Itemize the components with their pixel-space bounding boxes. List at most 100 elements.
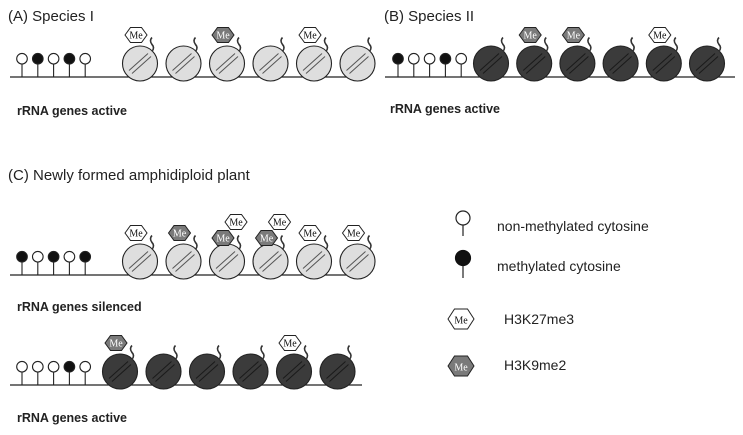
me-label: Me (454, 363, 468, 374)
legend-methylated-label: methylated cytosine (497, 258, 621, 274)
non-methylated-cytosine-icon (79, 360, 92, 385)
me-label: Me (653, 31, 667, 42)
h3k27me3-mark: Me (124, 27, 148, 43)
me-label: Me (216, 234, 230, 245)
nucleosome-light: Me (295, 27, 333, 82)
nucleosome-dark (472, 36, 510, 82)
h3k27me3-mark: Me (298, 225, 322, 241)
legend-h3k27me3-label: H3K27me3 (504, 311, 574, 327)
h3k9me2-mark: Me (561, 27, 586, 43)
nucleosome-dark (188, 344, 226, 390)
row-label-silenced: rRNA genes silenced (17, 300, 142, 314)
me-label: Me (129, 31, 143, 42)
nucleosome-light: Me (208, 27, 246, 82)
methylated-cytosine-icon (392, 52, 404, 77)
methylated-cytosine-icon (31, 52, 44, 77)
nucleosome-light (252, 36, 289, 82)
nucleosome-light (165, 36, 202, 82)
nucleosome-dark (602, 36, 639, 82)
me-label: Me (567, 31, 581, 42)
h3k27me3-mark: Me (224, 214, 248, 230)
nucleosome-light: Me (121, 27, 159, 82)
h3k27me3-mark: Me (648, 27, 672, 43)
h3k27me3-mark: Me (298, 27, 322, 43)
methylated-cytosine-icon (47, 250, 60, 275)
me-label: Me (109, 339, 123, 350)
me-label: Me (173, 229, 187, 240)
non-methylated-cytosine-icon (47, 52, 60, 77)
me-label: Me (129, 229, 143, 240)
nucleosome-light (339, 36, 376, 82)
chromatin-row-species-2: Me Me Me (385, 27, 735, 82)
h3k9me2-mark: Me (254, 230, 279, 246)
nucleosome-light: Me (295, 225, 333, 280)
nucleosome-light: Me (121, 225, 159, 280)
h3k27me3-mark: Me (278, 335, 302, 351)
non-methylated-cytosine-icon (63, 250, 76, 275)
nucleosome-dark: Me (516, 27, 553, 82)
panel-c-title: (C) Newly formed amphidiploid plant (8, 167, 251, 184)
row-label-species-2: rRNA genes active (390, 102, 500, 116)
methylated-cytosine-icon (63, 52, 76, 77)
methylated-cytosine-icon (16, 250, 28, 275)
non-methylated-cytosine-icon (79, 52, 92, 77)
h3k9me2-mark: Me (211, 230, 235, 246)
me-label: Me (283, 339, 297, 350)
me-label: Me (524, 31, 538, 42)
me-label: Me (347, 229, 361, 240)
me-label: Me (454, 316, 468, 327)
legend-h3k9me2-label: H3K9me2 (504, 357, 566, 373)
h3k27me3-mark: Me (341, 225, 366, 241)
non-methylated-cytosine-icon (16, 360, 28, 385)
non-methylated-cytosine-icon (16, 52, 28, 77)
nucleosome-dark (319, 344, 356, 390)
nucleosome-dark: Me (645, 27, 682, 82)
legend-h3k9me2-icon: Me (447, 355, 475, 377)
nucleosome-light: Me (339, 225, 376, 280)
me-label: Me (260, 234, 274, 245)
legend-h3k27me3-icon: Me (447, 308, 475, 330)
nucleosome-dark (688, 36, 726, 82)
nucleosome-dark: Me (101, 335, 139, 390)
h3k9me2-mark: Me (447, 355, 475, 377)
non-methylated-cytosine-icon (31, 250, 44, 275)
methylated-cytosine-icon (63, 360, 76, 385)
non-methylated-cytosine-icon (31, 360, 44, 385)
me-label: Me (229, 218, 243, 229)
nucleosome-light: Me (165, 225, 202, 280)
non-methylated-cytosine-icon (455, 52, 468, 77)
me-label: Me (303, 31, 317, 42)
me-label: Me (273, 218, 287, 229)
h3k27me3-mark: Me (124, 225, 148, 241)
legend-non-methylated-label: non-methylated cytosine (497, 218, 649, 234)
chromatin-row-species-1: Me Me Me (10, 27, 376, 82)
me-label: Me (216, 31, 230, 42)
methylated-cytosine-icon (79, 250, 92, 275)
panel-b-title: (B) Species II (384, 8, 474, 25)
non-methylated-cytosine-icon (423, 52, 436, 77)
h3k9me2-mark: Me (518, 27, 542, 43)
nucleosome-dark (145, 344, 182, 390)
panel-a-title: (A) Species I (8, 8, 94, 25)
nucleosome-dark (232, 344, 269, 390)
me-label: Me (303, 229, 317, 240)
legend: non-methylated cytosine methylated cytos… (447, 210, 649, 377)
row-label-active: rRNA genes active (17, 411, 127, 425)
chromatin-row-amphidiploid-active: Me Me (10, 335, 362, 390)
non-methylated-cytosine-icon (47, 360, 60, 385)
nucleosome-dark: Me (275, 335, 313, 390)
methylated-cytosine-icon (439, 52, 452, 77)
nucleosome-dark: Me (559, 27, 596, 82)
h3k9me2-mark: Me (167, 225, 192, 241)
legend-non-methylated-cytosine-icon (455, 210, 471, 236)
row-label-species-1: rRNA genes active (17, 104, 127, 118)
legend-methylated-cytosine-icon (454, 249, 472, 278)
h3k27me3-mark: Me (267, 214, 292, 230)
h3k9me2-mark: Me (211, 27, 235, 43)
non-methylated-cytosine-icon (407, 52, 420, 77)
h3k27me3-mark: Me (447, 308, 475, 330)
